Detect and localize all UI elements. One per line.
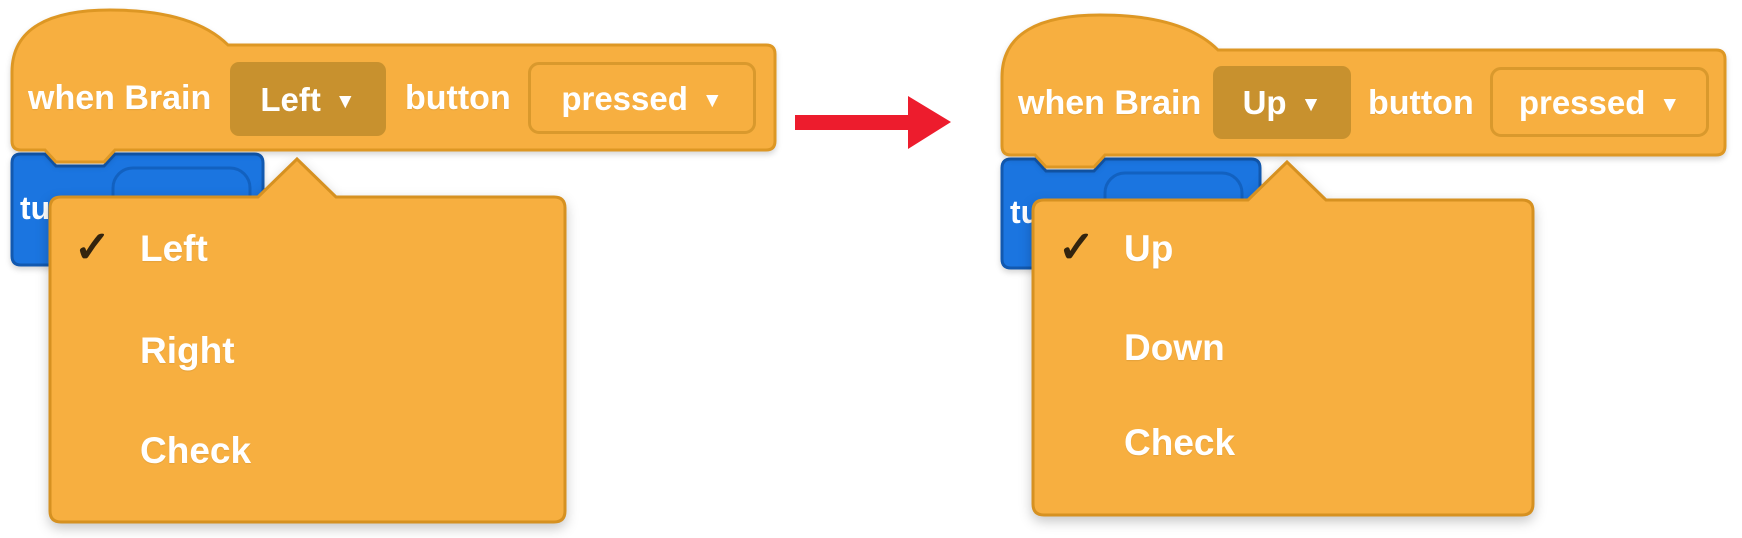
dropdown-menu-panel-after xyxy=(1031,159,1535,517)
menu-item-check-after[interactable]: Check xyxy=(1046,402,1506,482)
chevron-down-icon: ▼ xyxy=(334,89,356,113)
menu-item-label: Up xyxy=(1124,227,1174,269)
menu-item-right[interactable]: Right xyxy=(62,310,542,390)
chevron-down-icon: ▼ xyxy=(701,88,723,112)
button-word-label-before: button xyxy=(405,79,511,117)
pressed-dropdown-after[interactable]: pressed ▼ xyxy=(1490,67,1709,137)
brain-button-dropdown-value-before: Left xyxy=(260,80,321,118)
menu-item-check[interactable]: Check xyxy=(62,410,542,490)
when-brain-label-after: when Brain xyxy=(1018,84,1202,122)
menu-item-down[interactable]: Down xyxy=(1046,307,1506,387)
menu-item-left[interactable]: ✓ Left xyxy=(62,208,542,288)
dropdown-menu-panel-before xyxy=(48,156,567,524)
pressed-dropdown-before[interactable]: pressed ▼ xyxy=(528,62,756,134)
menu-item-up[interactable]: ✓ Up xyxy=(1046,208,1506,288)
pressed-dropdown-value-after: pressed xyxy=(1518,83,1646,121)
when-brain-label-before: when Brain xyxy=(28,79,212,117)
red-arrow-icon xyxy=(795,96,951,149)
menu-item-label: Check xyxy=(1124,421,1236,463)
turn-block-label-before: tu xyxy=(20,190,51,226)
button-word-label-after: button xyxy=(1368,84,1474,122)
checkmark-icon: ✓ xyxy=(74,223,111,272)
menu-item-label: Check xyxy=(140,429,252,471)
checkmark-icon: ✓ xyxy=(1058,223,1095,272)
menu-item-label: Right xyxy=(140,329,235,371)
chevron-down-icon: ▼ xyxy=(1659,92,1681,116)
brain-button-dropdown-value-after: Up xyxy=(1242,84,1287,121)
pressed-dropdown-value-before: pressed xyxy=(561,79,688,117)
brain-button-dropdown-after[interactable]: Up ▼ xyxy=(1213,66,1351,139)
menu-item-label: Left xyxy=(140,227,208,269)
brain-button-dropdown-before[interactable]: Left ▼ xyxy=(230,62,386,136)
chevron-down-icon: ▼ xyxy=(1300,93,1322,116)
menu-item-label: Down xyxy=(1124,326,1225,368)
